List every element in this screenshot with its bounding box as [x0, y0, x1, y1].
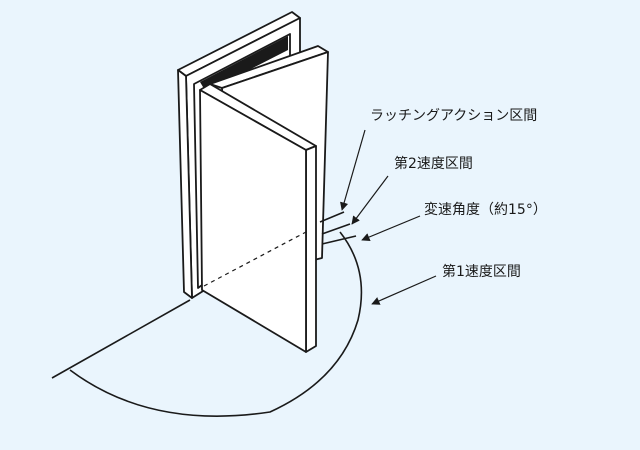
- label-first-speed: 第1速度区間: [442, 263, 521, 280]
- latching-leader-arrow: [340, 129, 366, 211]
- first-speed-arc: [69, 231, 363, 417]
- hidden-edge-dashed: [203, 231, 307, 287]
- label-latching: ラッチングアクション区間: [370, 108, 537, 124]
- shift-angle-leader-arrow: [361, 215, 421, 241]
- floor-line: [51, 299, 191, 379]
- first-speed-leader-arrow: [371, 275, 437, 305]
- label-second-speed: 第2速度区間: [394, 155, 473, 172]
- label-shift-angle: 変速角度（約15°）: [424, 201, 547, 218]
- angle-zone-lines: [319, 211, 357, 245]
- second-speed-leader-arrow: [351, 175, 389, 225]
- front-door-panel: [199, 83, 317, 353]
